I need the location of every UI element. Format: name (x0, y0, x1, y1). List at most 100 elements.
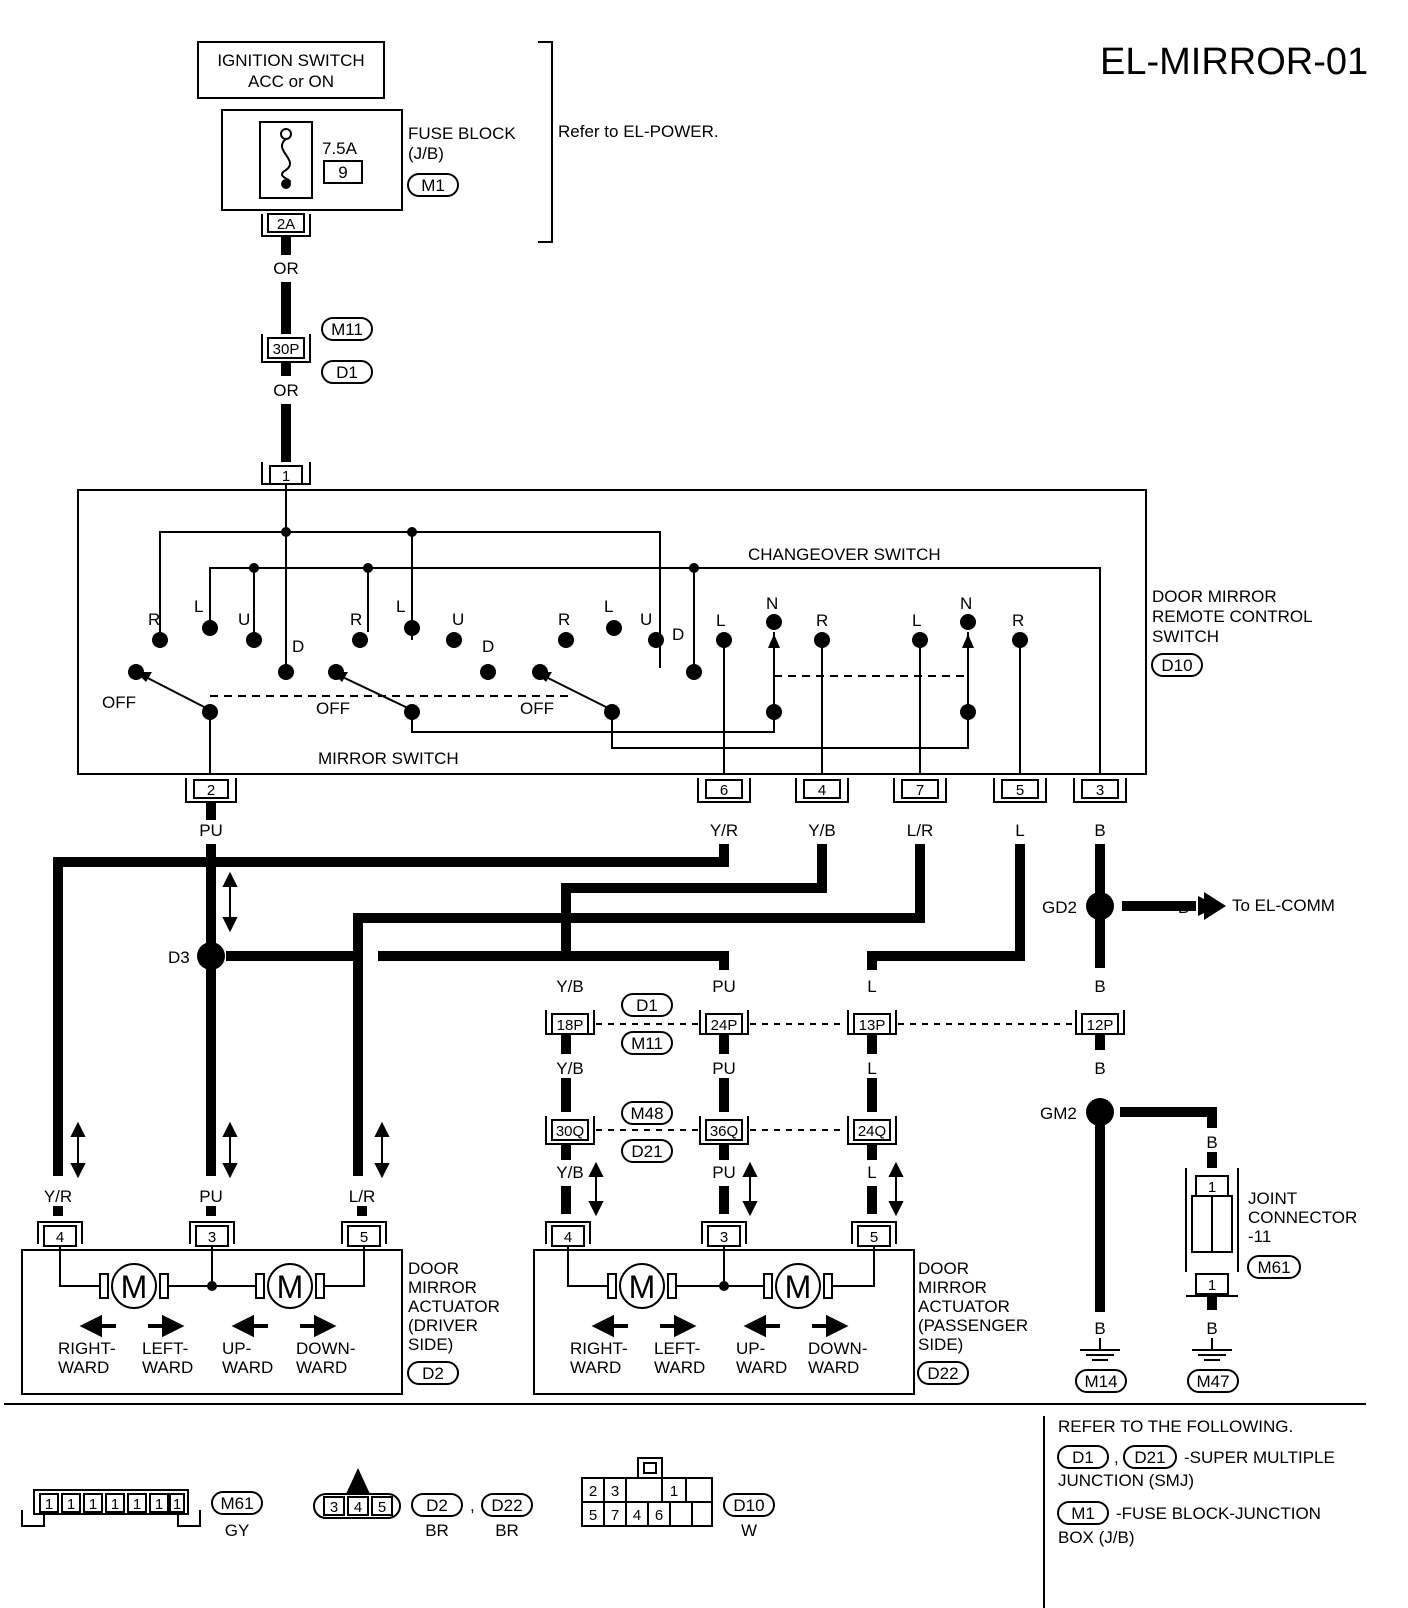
svg-text:U: U (238, 610, 250, 629)
svg-text:PU: PU (712, 1163, 736, 1182)
ground-wire-color-1: B (1094, 1319, 1105, 1338)
svg-text:JUNCTION (SMJ): JUNCTION (SMJ) (1058, 1471, 1194, 1490)
svg-text:JOINT: JOINT (1248, 1189, 1297, 1208)
svg-text:7: 7 (916, 782, 924, 799)
joint-connector-11: 1 1 (1185, 1168, 1239, 1297)
svg-text:R: R (558, 610, 570, 629)
svg-text:36Q: 36Q (710, 1123, 738, 1140)
joint-connector-code: M61 (1257, 1258, 1290, 1277)
passenger-actuator-code: D22 (927, 1364, 958, 1383)
svg-text:L: L (867, 1059, 876, 1078)
reference-legend: REFER TO THE FOLLOWING. D1 , D21 -SUPER … (1057, 1417, 1335, 1547)
svg-text:N: N (960, 594, 972, 613)
face-d10-color: W (741, 1521, 757, 1540)
svg-text:24Q: 24Q (858, 1123, 886, 1140)
svg-text:D: D (672, 625, 684, 644)
svg-text:2: 2 (589, 1483, 597, 1500)
svg-text:3: 3 (720, 1229, 728, 1246)
svg-text:D: D (482, 637, 494, 656)
motor-icon (111, 1263, 157, 1309)
svg-text:5: 5 (360, 1229, 368, 1246)
svg-text:REFER TO THE FOLLOWING.: REFER TO THE FOLLOWING. (1058, 1417, 1293, 1436)
svg-text:WARD: WARD (142, 1358, 193, 1377)
svg-text:ACTUATOR: ACTUATOR (918, 1297, 1010, 1316)
actuator-driver-side: 4 3 5 M M RIGHT- WARD LEFT- WARD UP- WAR… (21, 1221, 403, 1395)
reference-bracket (538, 41, 553, 243)
svg-text:ACTUATOR: ACTUATOR (408, 1297, 500, 1316)
svg-text:1: 1 (1208, 1277, 1216, 1294)
driver-actuator-label: DOOR MIRROR ACTUATOR (DRIVER SIDE) (408, 1259, 500, 1354)
svg-text:L: L (194, 597, 203, 616)
face-d10-code: D10 (733, 1496, 764, 1515)
svg-text:2: 2 (207, 782, 215, 799)
arrow-left-icon (591, 1314, 628, 1338)
svg-text:Y/R: Y/R (710, 821, 738, 840)
page-title: EL-MIRROR-01 (1100, 41, 1368, 83)
ignition-switch-state: ACC or ON (248, 72, 334, 91)
switch-label-3: SWITCH (1152, 627, 1219, 646)
svg-text:B: B (1094, 821, 1105, 840)
svg-text:M1: M1 (1071, 1504, 1095, 1523)
fuse-block-connector-code: M1 (421, 176, 445, 195)
svg-text:L: L (716, 611, 725, 630)
arrow-right-icon (660, 1314, 697, 1338)
svg-text:Y/B: Y/B (808, 821, 835, 840)
smj-wire-colors-top: Y/B PU L B (556, 977, 1105, 996)
ground-code-m47: M47 (1196, 1372, 1229, 1391)
reference-note: Refer to EL-POWER. (558, 122, 719, 141)
smj-code-m11: M11 (631, 1034, 663, 1053)
svg-text:U: U (452, 610, 464, 629)
svg-text:L/R: L/R (349, 1187, 375, 1206)
svg-text:7: 7 (611, 1507, 619, 1524)
svg-text:PU: PU (199, 821, 223, 840)
svg-text:4: 4 (633, 1507, 641, 1524)
svg-text:L: L (867, 1163, 876, 1182)
fuse-number: 9 (338, 163, 347, 182)
wire-color-or-1: OR (273, 259, 299, 278)
smj-connectors-row2: 30Q 36Q 24Q (545, 1116, 897, 1145)
svg-text:1: 1 (670, 1483, 678, 1500)
switch-contacts (128, 527, 1028, 720)
svg-text:L/R: L/R (907, 821, 933, 840)
svg-text:3: 3 (1096, 782, 1104, 799)
svg-text:1: 1 (45, 1496, 53, 1513)
svg-text:M: M (629, 1269, 656, 1305)
svg-text:Y/B: Y/B (556, 1059, 583, 1078)
joint-connector-label: JOINT CONNECTOR -11 (1248, 1189, 1357, 1246)
svg-text:MIRROR: MIRROR (918, 1278, 987, 1297)
face-d22-code: D22 (491, 1496, 522, 1515)
svg-text:D: D (292, 637, 304, 656)
arrow-right-icon (300, 1314, 337, 1338)
svg-text:BOX (J/B): BOX (J/B) (1058, 1528, 1135, 1547)
svg-text:1: 1 (89, 1496, 97, 1513)
svg-text:1: 1 (111, 1496, 119, 1513)
svg-text:M: M (785, 1269, 812, 1305)
arrow-left-icon (743, 1314, 780, 1338)
svg-text:1: 1 (155, 1496, 163, 1513)
svg-text:M: M (121, 1269, 148, 1305)
svg-text:DOWN-: DOWN- (296, 1339, 355, 1358)
svg-text:4: 4 (818, 782, 826, 799)
svg-text:LEFT-: LEFT- (142, 1339, 188, 1358)
svg-text:24P: 24P (711, 1017, 738, 1034)
svg-text:N: N (766, 594, 778, 613)
face-d2-code: D2 (426, 1496, 448, 1515)
svg-text:RIGHT-: RIGHT- (58, 1339, 116, 1358)
harness-wires (53, 802, 1217, 1312)
svg-text:R: R (816, 611, 828, 630)
svg-text:WARD: WARD (222, 1358, 273, 1377)
svg-text:3: 3 (208, 1229, 216, 1246)
svg-text:UP-: UP- (736, 1339, 765, 1358)
smj-code-d21: D21 (631, 1142, 662, 1161)
connector-face-m61: 1 1 1 1 1 1 1 (21, 1489, 201, 1527)
svg-text:R: R (148, 610, 160, 629)
svg-text:LEFT-: LEFT- (654, 1339, 700, 1358)
driver-wire-colors: Y/R PU L/R (44, 1187, 375, 1206)
smj-connectors-row1: 18P 24P 13P 12P (545, 1010, 1125, 1035)
switch-terminal-1: 1 (261, 462, 311, 485)
svg-text:R: R (350, 610, 362, 629)
fuse-icon (280, 138, 292, 185)
svg-text:WARD: WARD (296, 1358, 347, 1377)
